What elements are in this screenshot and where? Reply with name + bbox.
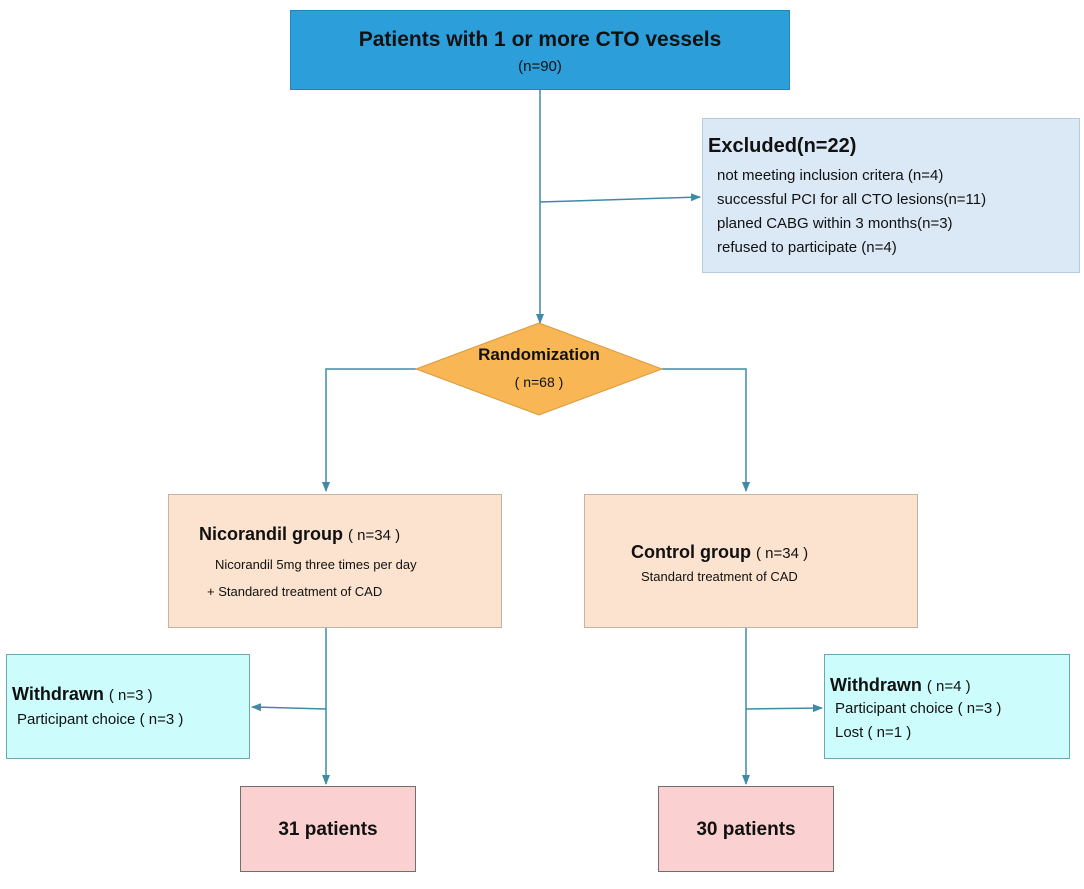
enrollment-box: Patients with 1 or more CTO vessels (n=9… [290, 10, 790, 90]
result-left-label: 31 patients [278, 819, 378, 840]
withdrawn-right-heading: Withdrawn ( n=4 ) [830, 675, 971, 696]
withdrawn-right-title: Withdrawn [830, 675, 922, 695]
result-right-box: 30 patients [658, 786, 834, 872]
randomization-label: Randomization [478, 345, 600, 364]
control-group-heading: Control group ( n=34 ) [631, 542, 808, 563]
withdrawn-right-reason: Lost ( n=1 ) [835, 724, 912, 741]
randomization-count: ( n=68 ) [514, 374, 564, 390]
nicorandil-group-regimen: Nicorandil 5mg three times per day [215, 557, 417, 572]
withdrawn-right-reason: Participant choice ( n=3 ) [835, 700, 1002, 717]
control-group-treatment: Standard treatment of CAD [641, 569, 798, 584]
excluded-box: Excluded(n=22) not meeting inclusion cri… [702, 118, 1080, 273]
randomization-diamond [414, 322, 664, 416]
result-right-label: 30 patients [696, 819, 796, 840]
nicorandil-group-standard: + Standared treatment of CAD [207, 584, 383, 599]
excluded-reason: refused to participate (n=4) [717, 239, 897, 256]
enrollment-count: (n=90) [518, 58, 562, 75]
withdrawn-right-count: ( n=4 ) [926, 678, 971, 695]
withdrawn-left-box: Withdrawn ( n=3 ) Participant choice ( n… [6, 654, 250, 759]
withdrawn-left-title: Withdrawn [12, 684, 104, 704]
nicorandil-group-heading: Nicorandil group ( n=34 ) [199, 524, 400, 545]
excluded-reason: not meeting inclusion critera (n=4) [717, 167, 944, 184]
excluded-title: Excluded(n=22) [708, 135, 857, 157]
withdrawn-left-count: ( n=3 ) [108, 687, 153, 704]
enrollment-title: Patients with 1 or more CTO vessels [358, 28, 722, 51]
arrow-randomization-to-nicorandil [322, 368, 416, 492]
control-group-title: Control group [631, 542, 751, 562]
withdrawn-left-reason: Participant choice ( n=3 ) [17, 711, 184, 728]
result-left-box: 31 patients [240, 786, 416, 872]
arrow-to-withdrawn-right [745, 704, 823, 713]
control-group-count: ( n=34 ) [756, 545, 809, 562]
excluded-reason: planed CABG within 3 months(n=3) [717, 215, 953, 232]
nicorandil-group-box: Nicorandil group ( n=34 ) Nicorandil 5mg… [168, 494, 502, 628]
nicorandil-group-title: Nicorandil group [199, 524, 343, 544]
withdrawn-left-heading: Withdrawn ( n=3 ) [12, 684, 153, 705]
arrow-to-excluded [539, 193, 701, 203]
excluded-reason: successful PCI for all CTO lesions(n=11) [717, 191, 987, 208]
withdrawn-right-box: Withdrawn ( n=4 ) Participant choice ( n… [824, 654, 1070, 759]
nicorandil-group-count: ( n=34 ) [348, 527, 401, 544]
arrow-randomization-to-control [662, 368, 750, 492]
control-group-box: Control group ( n=34 ) Standard treatmen… [584, 494, 918, 628]
arrow-to-withdrawn-left [251, 703, 327, 712]
